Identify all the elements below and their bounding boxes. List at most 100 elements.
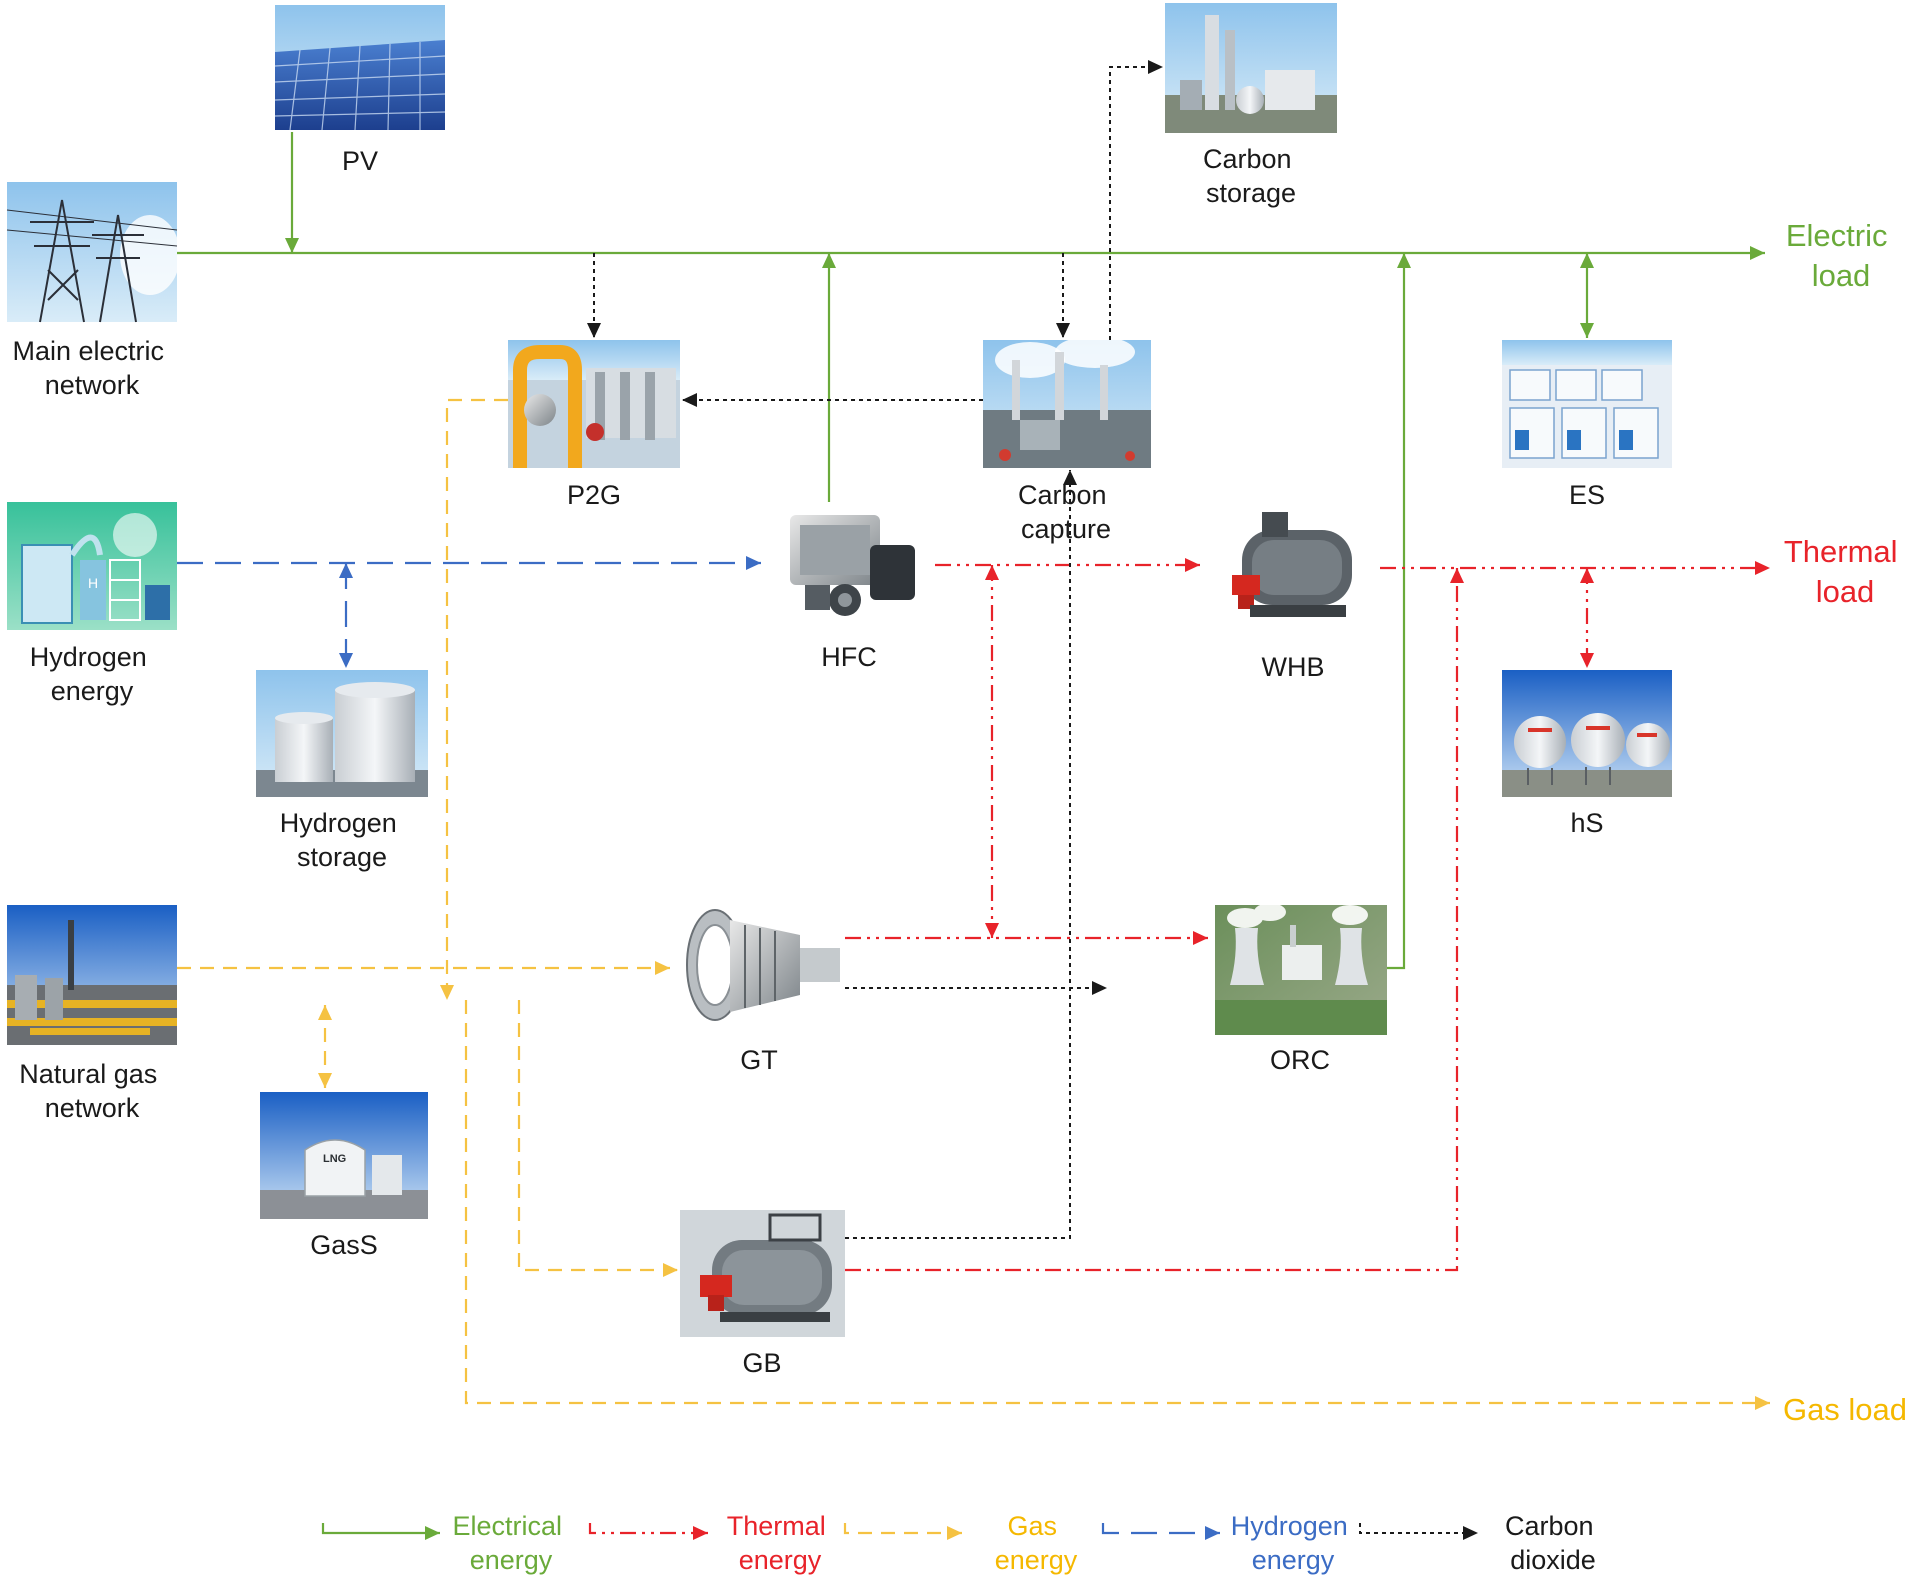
fuel-cell-engine-icon bbox=[763, 502, 935, 632]
capture-to-p2g bbox=[682, 393, 983, 407]
gb-to-thermal-load-line bbox=[845, 568, 1459, 1272]
hs-label: hS bbox=[1570, 808, 1603, 838]
legend-hydrogen-arrowhead bbox=[1205, 1526, 1220, 1540]
orc-to-bus bbox=[1387, 253, 1411, 970]
bus-to-p2g-arrowhead bbox=[587, 323, 601, 338]
gb-co2-to-capture-arrowhead bbox=[1063, 470, 1077, 485]
lng-tank-icon: LNG bbox=[260, 1092, 428, 1219]
carbon-storage-label: Carbon storage bbox=[1203, 144, 1299, 208]
hfc-to-bus-arrowhead bbox=[822, 253, 836, 268]
gas-to-gt-arrowhead bbox=[655, 961, 670, 975]
pv-to-bus-arrowhead bbox=[285, 238, 299, 253]
capture-to-storage bbox=[1109, 60, 1163, 340]
hydrogen-to-hfc bbox=[177, 556, 761, 570]
pv-to-bus bbox=[285, 132, 299, 253]
hfc-label: HFC bbox=[821, 642, 877, 672]
electric-bus-arrowhead bbox=[1750, 246, 1765, 260]
legend-electric-label: Electrical energy bbox=[452, 1511, 569, 1575]
gas-storage-label: GasS bbox=[310, 1230, 378, 1260]
carbon-capture-label: Carbon capture bbox=[1018, 480, 1114, 544]
electric-bus bbox=[177, 246, 1765, 260]
gb-co2-to-capture bbox=[845, 470, 1077, 1239]
legend-carbon-label: Carbon dioxide bbox=[1505, 1511, 1601, 1575]
gt-co2-arrowhead bbox=[1092, 981, 1107, 995]
legend-gas-arrowhead bbox=[947, 1526, 962, 1540]
hydrogen-energy-label: Hydrogen energy bbox=[30, 642, 155, 706]
legend-electric-arrowhead bbox=[425, 1526, 440, 1540]
hfc-gt-thermal-link-arrowhead bbox=[985, 923, 999, 938]
bus-to-p2g bbox=[587, 253, 601, 338]
hydrogen-storage-link-arrowhead bbox=[339, 653, 353, 668]
hydrogen-to-hfc-arrowhead bbox=[746, 556, 761, 570]
legend-thermal-line bbox=[588, 1523, 708, 1535]
hydrogen-plant-icon: H bbox=[7, 502, 177, 630]
legend-gas bbox=[843, 1523, 962, 1540]
flow-lines bbox=[177, 60, 1770, 1410]
gas-network-label: Natural gas network bbox=[19, 1059, 165, 1123]
main-grid-label: Main electric network bbox=[12, 336, 171, 400]
hs-link bbox=[1580, 568, 1594, 668]
gas-storage-link-arrowhead bbox=[318, 1073, 332, 1088]
legend-gas-line bbox=[843, 1523, 962, 1535]
legend-thermal-arrowhead bbox=[693, 1526, 708, 1540]
legend: Electrical energy Thermal energy Gas ene… bbox=[321, 1511, 1601, 1575]
lng-tank-text: LNG bbox=[323, 1153, 346, 1165]
orc-to-bus-line bbox=[1387, 253, 1406, 970]
hfc-gt-thermal-link-start-arrowhead bbox=[985, 565, 999, 580]
hs-link-start-arrowhead bbox=[1580, 568, 1594, 583]
legend-hydrogen bbox=[1101, 1523, 1220, 1540]
gas-load-line-arrowhead bbox=[1755, 1396, 1770, 1410]
legend-gas-label: Gas energy bbox=[995, 1511, 1078, 1575]
hydrogen-storage-link bbox=[339, 563, 353, 668]
gas-load-label: Gas load bbox=[1783, 1392, 1905, 1427]
carbon-storage-plant-icon bbox=[1165, 3, 1337, 133]
gas-turbine-icon bbox=[680, 905, 845, 1030]
p2g-to-gas-line bbox=[445, 398, 508, 1000]
hfc-to-whb-arrowhead bbox=[1185, 558, 1200, 572]
solar-panel-icon bbox=[274, 5, 446, 131]
es-label: ES bbox=[1569, 480, 1605, 510]
gb-label: GB bbox=[742, 1348, 781, 1378]
carbon-capture-plant-icon bbox=[983, 336, 1151, 468]
legend-carbon bbox=[1359, 1523, 1478, 1540]
hs-link-arrowhead bbox=[1580, 653, 1594, 668]
legend-electric bbox=[321, 1523, 440, 1540]
svg-text:H: H bbox=[88, 575, 98, 591]
p2g-to-gas-arrowhead bbox=[440, 985, 454, 1000]
gas-storage-link-start-arrowhead bbox=[318, 1005, 332, 1020]
thermal-bus bbox=[1380, 561, 1770, 575]
es-bus-arrowhead bbox=[1580, 323, 1594, 338]
gas-load-line-line bbox=[464, 1000, 1770, 1405]
capture-to-storage-line bbox=[1109, 66, 1163, 340]
gas-storage-link bbox=[318, 1005, 332, 1088]
es-bus-start-arrowhead bbox=[1580, 253, 1594, 268]
gb-co2-to-capture-line bbox=[845, 470, 1071, 1239]
hydrogen-storage-label: Hydrogen storage bbox=[280, 808, 405, 872]
hfc-gt-thermal-link bbox=[985, 565, 999, 938]
bus-to-capture-arrowhead bbox=[1056, 323, 1070, 338]
gas-to-gt bbox=[177, 961, 670, 975]
p2g-label: P2G bbox=[567, 480, 621, 510]
legend-thermal-label: Thermal energy bbox=[727, 1511, 834, 1575]
battery-storage-icon bbox=[1502, 340, 1672, 468]
bus-to-capture bbox=[1056, 253, 1070, 338]
gt-to-orc bbox=[845, 931, 1208, 945]
cooling-tower-plant-icon bbox=[1215, 903, 1387, 1035]
gb-to-thermal-load bbox=[845, 568, 1464, 1272]
legend-lines bbox=[321, 1523, 1478, 1540]
hfc-to-whb bbox=[935, 558, 1200, 572]
legend-hydrogen-label: Hydrogen energy bbox=[1231, 1511, 1356, 1575]
gb-to-thermal-load-arrowhead bbox=[1450, 568, 1464, 583]
es-bus bbox=[1580, 253, 1594, 338]
capture-to-p2g-arrowhead bbox=[682, 393, 697, 407]
orc-to-bus-arrowhead bbox=[1397, 253, 1411, 268]
hydrogen-storage-link-start-arrowhead bbox=[339, 563, 353, 578]
legend-hydrogen-line bbox=[1101, 1523, 1220, 1535]
gas-pipeline-icon bbox=[7, 905, 177, 1045]
electric-load-label: Electric load bbox=[1786, 218, 1896, 293]
power-tower-icon bbox=[6, 182, 180, 323]
legend-electric-line bbox=[321, 1523, 440, 1535]
gas-load-line bbox=[464, 1000, 1770, 1410]
capture-to-storage-arrowhead bbox=[1148, 60, 1163, 74]
